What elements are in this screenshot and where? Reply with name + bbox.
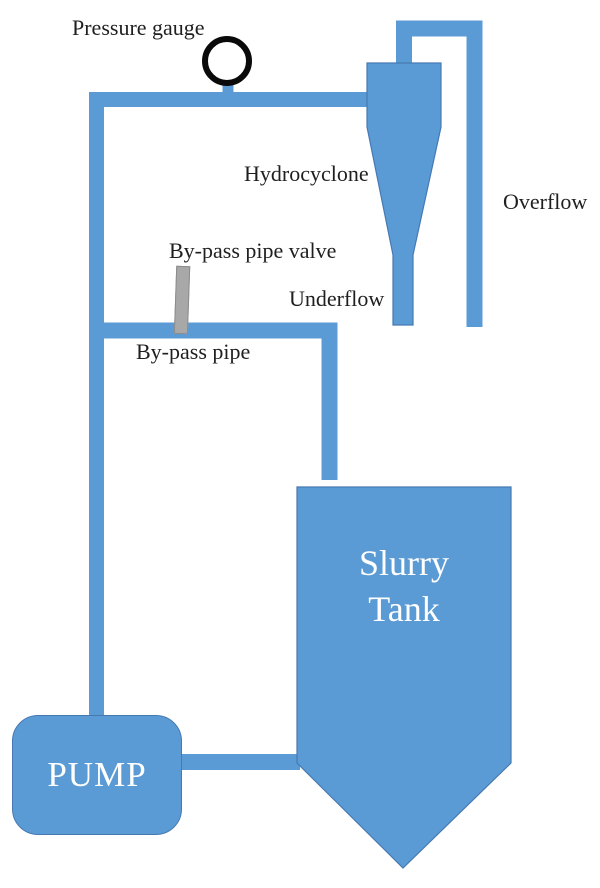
overflow-pipe: [396, 20, 483, 327]
bypass-valve-label: By-pass pipe valve: [169, 238, 337, 263]
bypass-pipe: [90, 322, 338, 480]
pressure-gauge-icon: [202, 36, 252, 86]
overflow-label: Overflow: [503, 189, 588, 214]
slurry-tank-vessel: [296, 486, 512, 869]
slurry-tank-label-line1: Slurry: [359, 543, 449, 583]
hydrocyclone-vessel: [366, 62, 442, 326]
slurry-tank-label: Slurry Tank: [297, 540, 511, 632]
pump-label: PUMP: [47, 755, 147, 794]
feed-pipe: [89, 92, 367, 730]
slurry-tank-label-line2: Tank: [368, 589, 440, 629]
pressure-gauge-label: Pressure gauge: [72, 15, 205, 40]
bypass-pipe-label: By-pass pipe: [136, 339, 251, 364]
hydrocyclone-label: Hydrocyclone: [244, 161, 369, 186]
pump-box: PUMP: [12, 715, 182, 835]
underflow-label: Underflow: [289, 286, 385, 311]
bypass-valve-handle-icon: [173, 265, 191, 335]
